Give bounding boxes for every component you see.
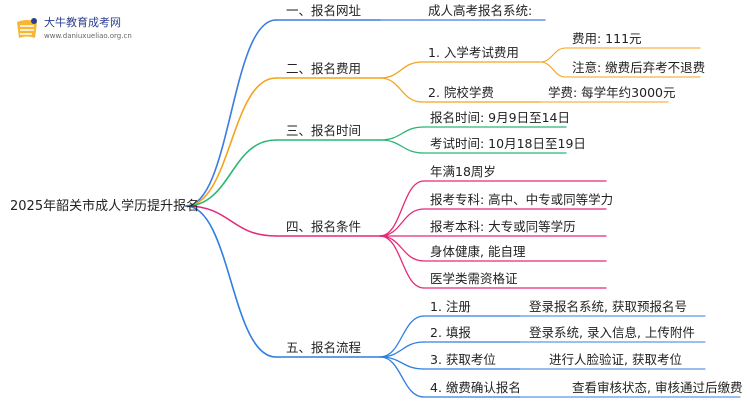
connector-branch-4-item-2: [379, 208, 425, 237]
branch-label-2: 二、报名费用: [286, 61, 362, 76]
branch-label-3: 三、报名时间: [286, 123, 362, 138]
connector-root-branch-4: [185, 205, 277, 237]
connector-root-branch-2: [185, 77, 277, 207]
item-label-5-4: 4. 缴费确认报名: [430, 380, 521, 395]
item-label-5-2: 2. 填报: [430, 325, 471, 340]
connector-branch-2-item-2: [379, 77, 423, 103]
sub-label-5-4-1: 查看审核状态, 审核通过后缴费: [572, 380, 743, 395]
connector-branch-5-item-1: [379, 315, 425, 358]
item-label-2-1: 1. 入学考试费用: [428, 45, 519, 60]
root-node: 2025年韶关市成人学历提升报名: [10, 199, 200, 214]
branch-label-1: 一、报名网址: [286, 3, 362, 18]
connector-branch-4-item-1: [379, 180, 425, 237]
sub-label-5-3-1: 进行人脸验证, 获取考位: [549, 352, 682, 367]
connector-item-2-1-sub-1: [539, 47, 567, 63]
branch-label-4: 四、报名条件: [286, 219, 362, 234]
item-label-4-3: 报考本科: 大专或同等学历: [430, 219, 576, 234]
item-label-2-2: 2. 院校学费: [428, 85, 494, 100]
item-label-4-5: 医学类需资格证: [430, 271, 518, 286]
logo-url: www.daniuxueliao.org.cn: [44, 32, 132, 40]
connector-branch-3-item-2: [379, 139, 425, 154]
branch-label-5: 五、报名流程: [286, 340, 362, 355]
item-label-4-4: 身体健康, 能自理: [430, 244, 526, 259]
sub-label-5-2-1: 登录系统, 录入信息, 上传附件: [529, 325, 695, 340]
connector-root-branch-3: [185, 139, 277, 207]
connector-branch-2-item-1: [379, 61, 423, 79]
site-logo: 大牛教育成考网 www.daniuxueliao.org.cn: [14, 10, 164, 50]
sub-label-5-1-1: 登录报名系统, 获取预报名号: [529, 299, 687, 314]
connector-root-branch-1: [185, 19, 277, 207]
item-label-3-1: 报名时间: 9月9日至14日: [430, 110, 570, 125]
item-label-4-1: 年满18周岁: [430, 164, 496, 179]
connector-branch-3-item-1: [379, 126, 425, 141]
sub-label-2-1-1: 费用: 111元: [572, 31, 642, 46]
item-label-4-2: 报考专科: 高中、中专或同等学力: [430, 192, 614, 207]
item-label-1-1: 成人高考报名系统:: [428, 3, 533, 18]
logo-icon: [17, 18, 37, 38]
item-label-3-2: 考试时间: 10月18日至19日: [430, 136, 586, 151]
connector-item-2-1-sub-2: [539, 61, 567, 78]
connector-root-branch-5: [185, 205, 277, 358]
item-label-5-1: 1. 注册: [430, 299, 471, 314]
connector-branch-5-item-2: [379, 341, 425, 358]
connector-branch-5-item-4: [379, 356, 425, 398]
logo-title: 大牛教育成考网: [44, 16, 121, 29]
item-label-5-3: 3. 获取考位: [430, 352, 496, 367]
sub-label-2-2-1: 学费: 每学年约3000元: [548, 85, 676, 100]
connector-branch-4-item-5: [379, 235, 425, 289]
sub-label-2-1-2: 注意: 缴费后弃考不退费: [572, 60, 706, 75]
connector-branch-4-item-4: [379, 235, 425, 262]
